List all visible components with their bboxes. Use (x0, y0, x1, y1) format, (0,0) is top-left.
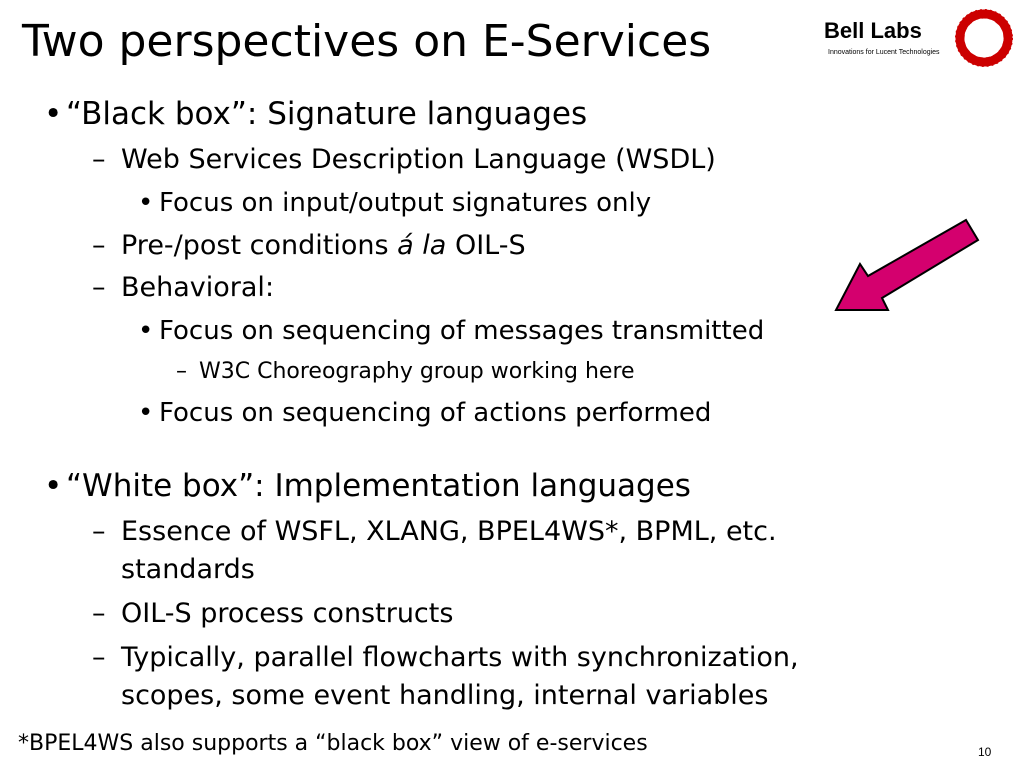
pointer-arrow-icon (834, 218, 980, 311)
prepost-prefix: Pre-/post conditions (121, 230, 389, 261)
dash-marker: – (92, 598, 106, 629)
dash-marker: – (176, 359, 187, 384)
logo-tagline: Innovations for Lucent Technologies (828, 49, 940, 56)
essence-item-line1: Essence of WSFL, XLANG, BPEL4WS*, BPML, … (121, 516, 777, 547)
white-box-heading: “White box”: Implementation languages (66, 468, 691, 504)
prepost-suffix: OIL-S (454, 230, 526, 261)
prepost-item: Pre-/post conditions á la OIL-S (121, 228, 526, 264)
dash-marker: – (92, 642, 106, 673)
bullet-marker: • (138, 316, 154, 346)
bullet-marker: • (44, 468, 63, 504)
dash-marker: – (92, 230, 106, 261)
dash-marker: – (92, 272, 106, 303)
slide-title: Two perspectives on E-Services (22, 16, 712, 67)
oil-s-item: OIL-S process constructs (121, 598, 454, 629)
w3c-item: W3C Choreography group working here (199, 359, 635, 384)
black-box-heading: “Black box”: Signature languages (66, 96, 588, 132)
bullet-marker: • (138, 188, 154, 218)
behavioral-item: Behavioral: (121, 272, 275, 303)
bullet-marker: • (44, 96, 63, 132)
bell-labs-logo: Bell Labs Innovations for Lucent Technol… (822, 6, 1018, 72)
wsdl-focus-item: Focus on input/output signatures only (159, 188, 652, 218)
bullet-marker: • (138, 398, 154, 428)
focus-actions-item: Focus on sequencing of actions performed (159, 398, 712, 428)
focus-messages-item: Focus on sequencing of messages transmit… (159, 316, 765, 346)
footnote: *BPEL4WS also supports a “black box” vie… (18, 731, 648, 756)
prepost-italic: á la (397, 230, 447, 261)
logo-name: Bell Labs (824, 18, 922, 43)
bell-labs-ring-icon (955, 9, 1013, 67)
typically-item-line1: Typically, parallel flowcharts with sync… (121, 642, 799, 673)
page-number: 10 (978, 745, 992, 759)
dash-marker: – (92, 516, 106, 547)
typically-item-line2: scopes, some event handling, internal va… (121, 680, 769, 711)
dash-marker: – (92, 144, 106, 175)
wsdl-item: Web Services Description Language (WSDL) (121, 144, 716, 175)
essence-item-line2: standards (121, 554, 255, 585)
